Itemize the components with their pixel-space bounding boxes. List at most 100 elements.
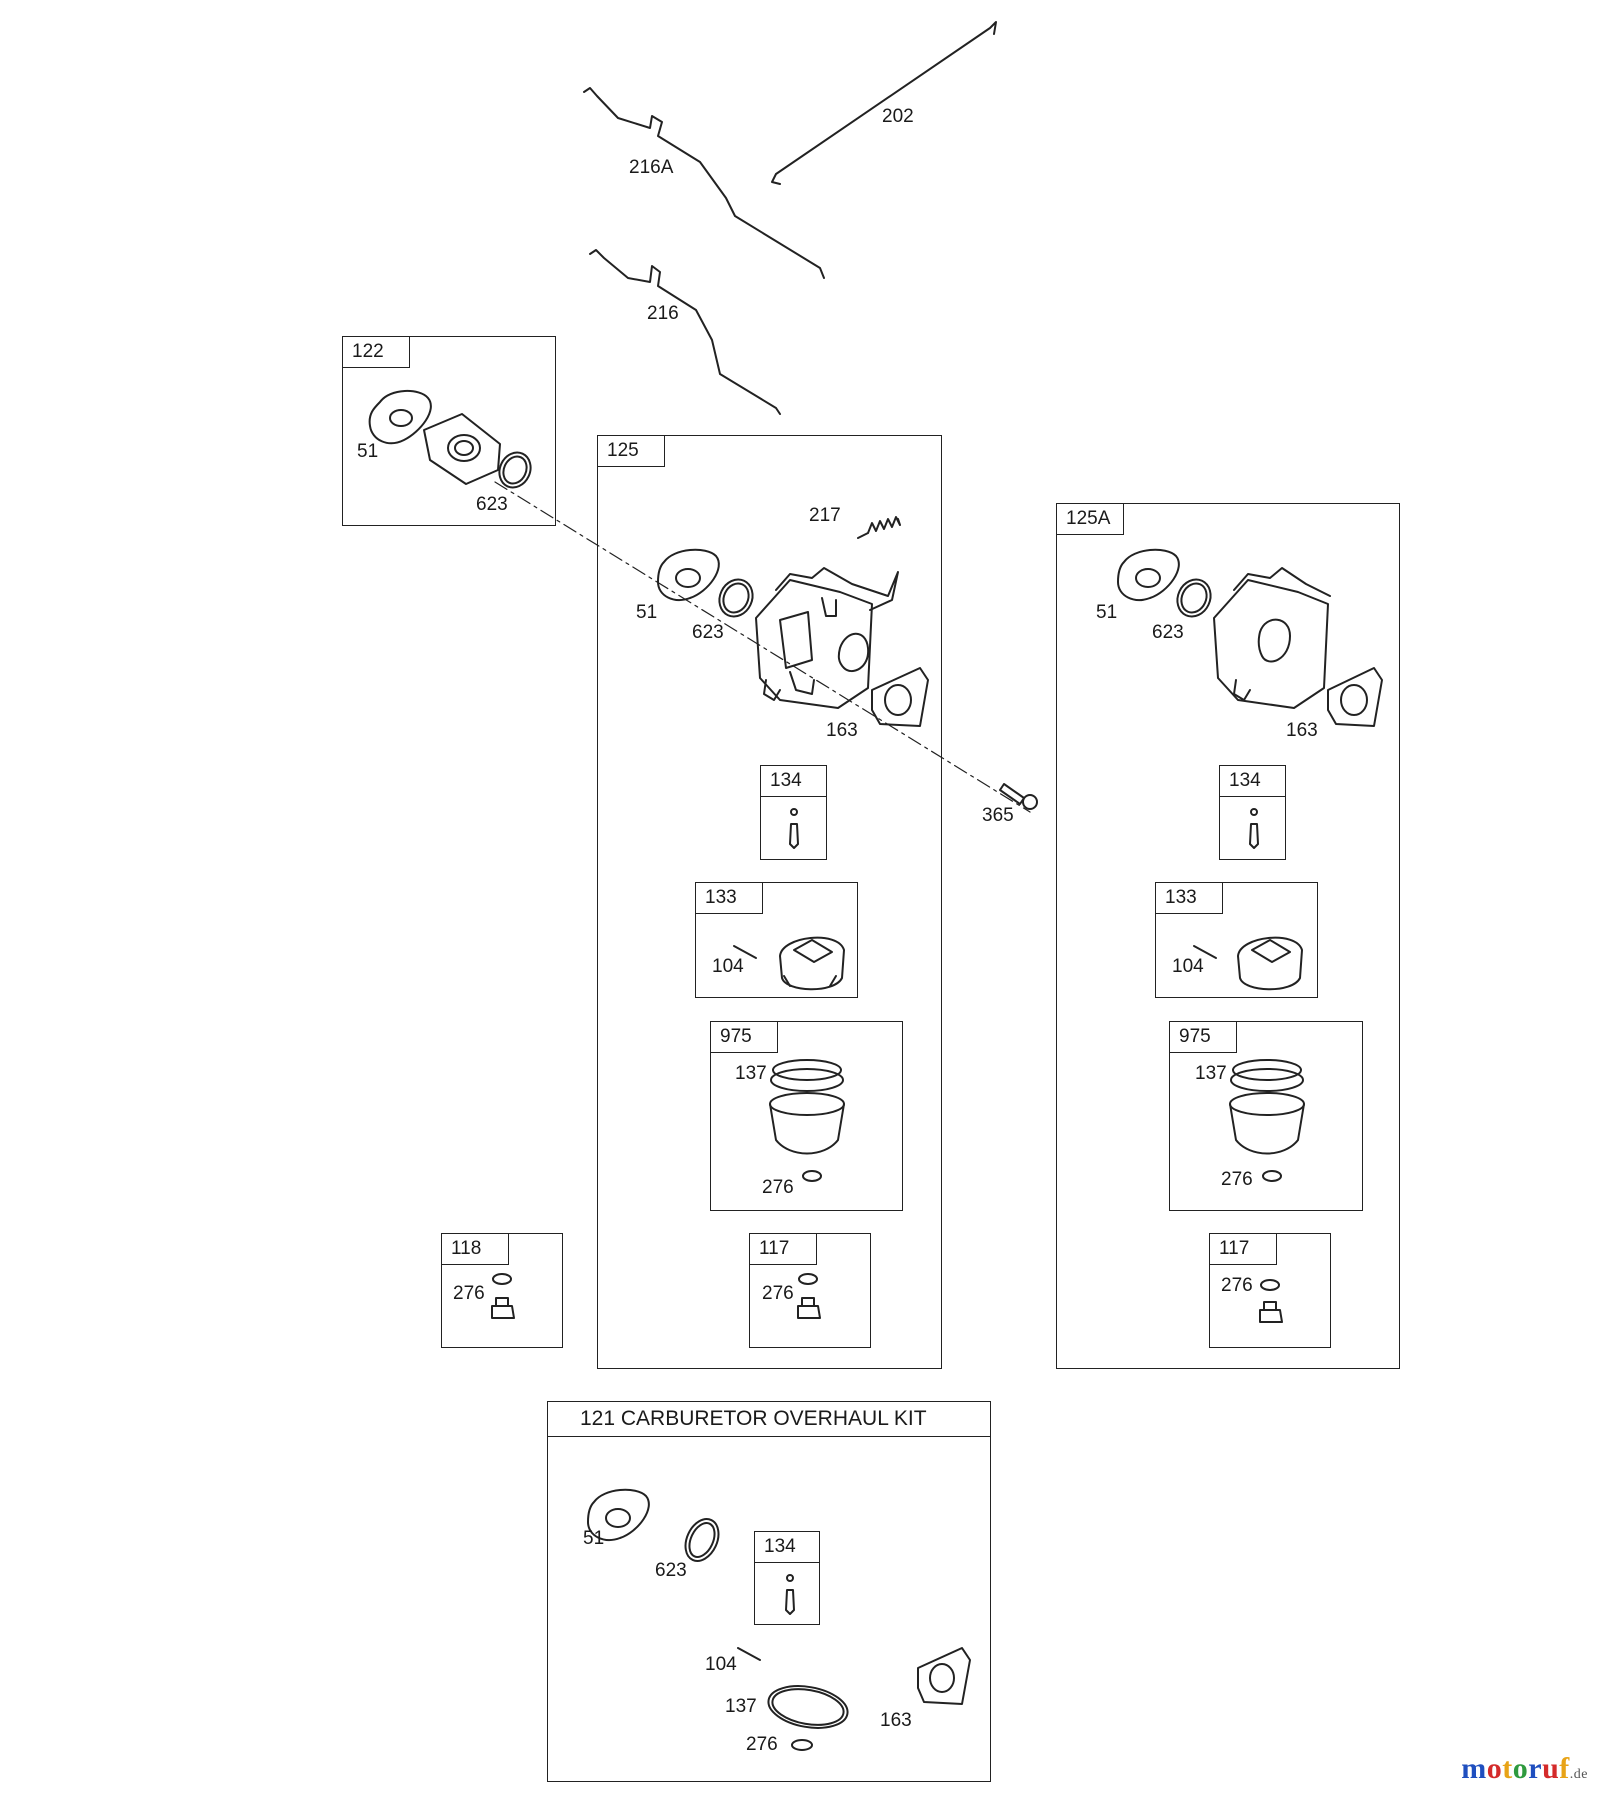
carb-bowl-kit-box: 975: [710, 1021, 903, 1211]
label-carb-a-hinge-pin: 104: [1172, 956, 1204, 977]
carb-float-kit-number: 133: [695, 882, 763, 914]
kit-needle-box: 134: [754, 1531, 820, 1625]
label-kit-gasket-2: 163: [880, 1710, 912, 1731]
label-carb-washer: 276: [762, 1177, 794, 1198]
label-carb-hinge-pin: 104: [712, 956, 744, 977]
bowl-nut-shape: [491, 1297, 515, 1319]
overhaul-kit-box: 121 CARBURETOR OVERHAUL KIT: [547, 1401, 991, 1782]
kit-washer-shape: [791, 1739, 813, 1751]
carb-a-gasket-163-shape: [1327, 667, 1383, 727]
carb-a-nut-kit-number: 117: [1209, 1233, 1277, 1265]
carb-bowl-washer-shape: [802, 1170, 822, 1182]
throttle-link-rod-shape: [771, 21, 997, 185]
kit-o-ring-shape: [684, 1518, 720, 1562]
carb-needle-kit-number: 134: [760, 765, 827, 797]
governor-link-rod-shape: [589, 249, 781, 415]
carb-nut-kit-box: 117: [749, 1233, 871, 1348]
carb-spring-shape: [857, 516, 901, 539]
carburetor-body-shape: [755, 567, 899, 709]
bowl-nut-washer-shape: [492, 1273, 512, 1285]
adapter-body-shape: [423, 413, 501, 485]
carburetor-a-body-shape: [1213, 567, 1331, 709]
carburetor-kit-box: 125: [597, 435, 942, 1369]
carb-nut-shape: [797, 1297, 821, 1319]
label-carb-a-o-ring: 623: [1152, 622, 1184, 643]
carburetor-kit-a-number: 125A: [1056, 503, 1124, 535]
logo-wordmark: motoruf: [1461, 1752, 1570, 1785]
carb-a-hinge-pin-shape: [1193, 945, 1217, 959]
carb-gasket-163-shape: [871, 667, 929, 727]
carburetor-kit-number: 125: [597, 435, 665, 467]
logo-suffix: .de: [1569, 1767, 1588, 1782]
label-kit-o-ring: 623: [655, 1560, 687, 1581]
label-carb-bowl-gasket: 137: [735, 1063, 767, 1084]
label-carb-a-washer: 276: [1221, 1169, 1253, 1190]
label-kit-hinge-pin: 104: [705, 1654, 737, 1675]
label-kit-washer: 276: [746, 1734, 778, 1755]
carb-bowl-shape: [769, 1059, 845, 1155]
label-carb-a-gasket-2: 163: [1286, 720, 1318, 741]
label-carb-nut-washer: 276: [762, 1283, 794, 1304]
adapter-gasket-shape: [368, 390, 432, 445]
overhaul-kit-title: 121 CARBURETOR OVERHAUL KIT: [548, 1402, 990, 1437]
carb-a-nut-shape: [1259, 1301, 1283, 1323]
carb-float-kit-box: 133: [695, 882, 858, 998]
label-carb-a-nut-washer: 276: [1221, 1275, 1253, 1296]
carb-a-float-kit-box: 133: [1155, 882, 1318, 998]
bowl-nut-kit-box: 118: [441, 1233, 563, 1348]
carb-a-bowl-kit-number: 975: [1169, 1021, 1237, 1053]
adapter-o-ring-shape: [498, 451, 532, 489]
label-adapter-gasket: 51: [357, 441, 379, 462]
carb-a-float-shape: [1237, 936, 1303, 991]
governor-link-a-rod-shape: [583, 87, 825, 279]
motoruf-logo: motoruf.de: [1461, 1752, 1588, 1786]
carb-a-needle-shape: [1249, 808, 1259, 849]
label-kit-gasket: 51: [583, 1528, 605, 1549]
carburetor-kit-a-box: 125A: [1056, 503, 1400, 1369]
carb-nut-kit-number: 117: [749, 1233, 817, 1265]
bowl-nut-kit-number: 118: [441, 1233, 509, 1265]
label-carb-gasket: 51: [636, 602, 658, 623]
carb-a-needle-kit-box: 134: [1219, 765, 1286, 860]
carb-a-float-kit-number: 133: [1155, 882, 1223, 914]
kit-needle-shape: [785, 1574, 795, 1615]
carb-o-ring-shape: [718, 578, 754, 618]
label-bowl-nut-washer: 276: [453, 1283, 485, 1304]
label-adapter-o-ring: 623: [476, 494, 508, 515]
label-carb-a-bowl-gasket: 137: [1195, 1063, 1227, 1084]
carb-float-shape: [779, 936, 845, 991]
carb-a-bowl-shape: [1229, 1059, 1305, 1155]
label-governor-link: 216: [647, 303, 679, 324]
kit-needle-number: 134: [754, 1531, 820, 1563]
label-governor-link-a: 216A: [629, 157, 674, 178]
carb-gasket-51-shape: [657, 548, 720, 601]
adapter-kit-box: 122: [342, 336, 556, 526]
adapter-gasket-hole: [389, 409, 413, 427]
carb-a-bowl-kit-box: 975: [1169, 1021, 1363, 1211]
carb-needle-kit-box: 134: [760, 765, 827, 860]
adapter-bore: [447, 434, 481, 462]
carb-screw-shape: [999, 783, 1038, 810]
carb-bowl-kit-number: 975: [710, 1021, 778, 1053]
label-throttle-link: 202: [882, 106, 914, 127]
assembly-axis-line: [494, 481, 1031, 813]
carb-nut-washer-shape: [798, 1273, 818, 1285]
carb-needle-shape: [789, 808, 799, 849]
carb-a-nut-kit-box: 117: [1209, 1233, 1331, 1348]
kit-gasket-51-shape: [587, 1488, 650, 1541]
label-kit-bowl-gasket: 137: [725, 1696, 757, 1717]
kit-bowl-gasket-shape: [767, 1685, 849, 1729]
label-screw: 365: [982, 805, 1014, 826]
label-carb-spring: 217: [809, 505, 841, 526]
carb-a-needle-kit-number: 134: [1219, 765, 1286, 797]
label-carb-gasket-2: 163: [826, 720, 858, 741]
carb-hinge-pin-shape: [733, 945, 757, 959]
kit-hinge-pin-shape: [737, 1647, 761, 1661]
carb-a-gasket-51-shape: [1117, 548, 1180, 601]
adapter-kit-number: 122: [342, 336, 410, 368]
label-carb-a-gasket: 51: [1096, 602, 1118, 623]
label-carb-o-ring: 623: [692, 622, 724, 643]
kit-gasket-163-shape: [917, 1647, 971, 1705]
